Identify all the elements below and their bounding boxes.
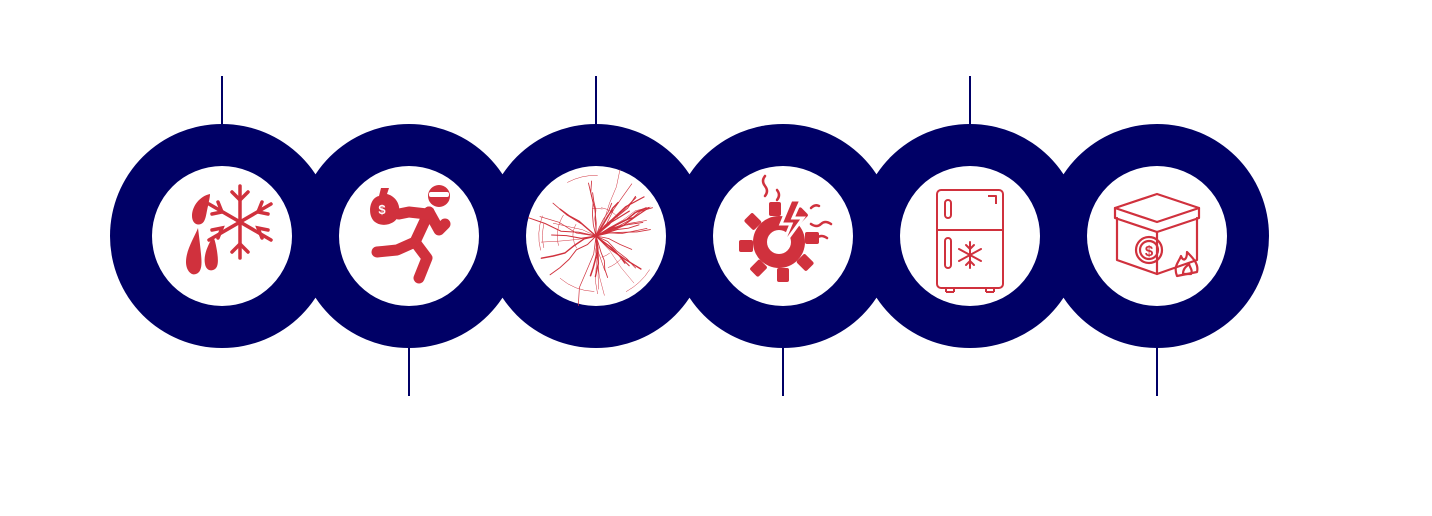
refrigerator-icon xyxy=(936,189,1004,293)
inner-disc-5 xyxy=(900,166,1040,306)
mechanical-breakdown-icon xyxy=(739,174,833,282)
svg-text:$: $ xyxy=(378,202,386,217)
inner-disc-1 xyxy=(152,166,292,306)
water-freeze-icon xyxy=(186,184,273,275)
burglar-icon: $ xyxy=(370,185,451,284)
broken-glass-icon xyxy=(527,169,653,306)
inner-disc-2 xyxy=(339,166,479,306)
connector-group xyxy=(221,76,1158,396)
money-box-fire-icon: $ xyxy=(1113,192,1201,278)
svg-text:$: $ xyxy=(1145,243,1154,260)
